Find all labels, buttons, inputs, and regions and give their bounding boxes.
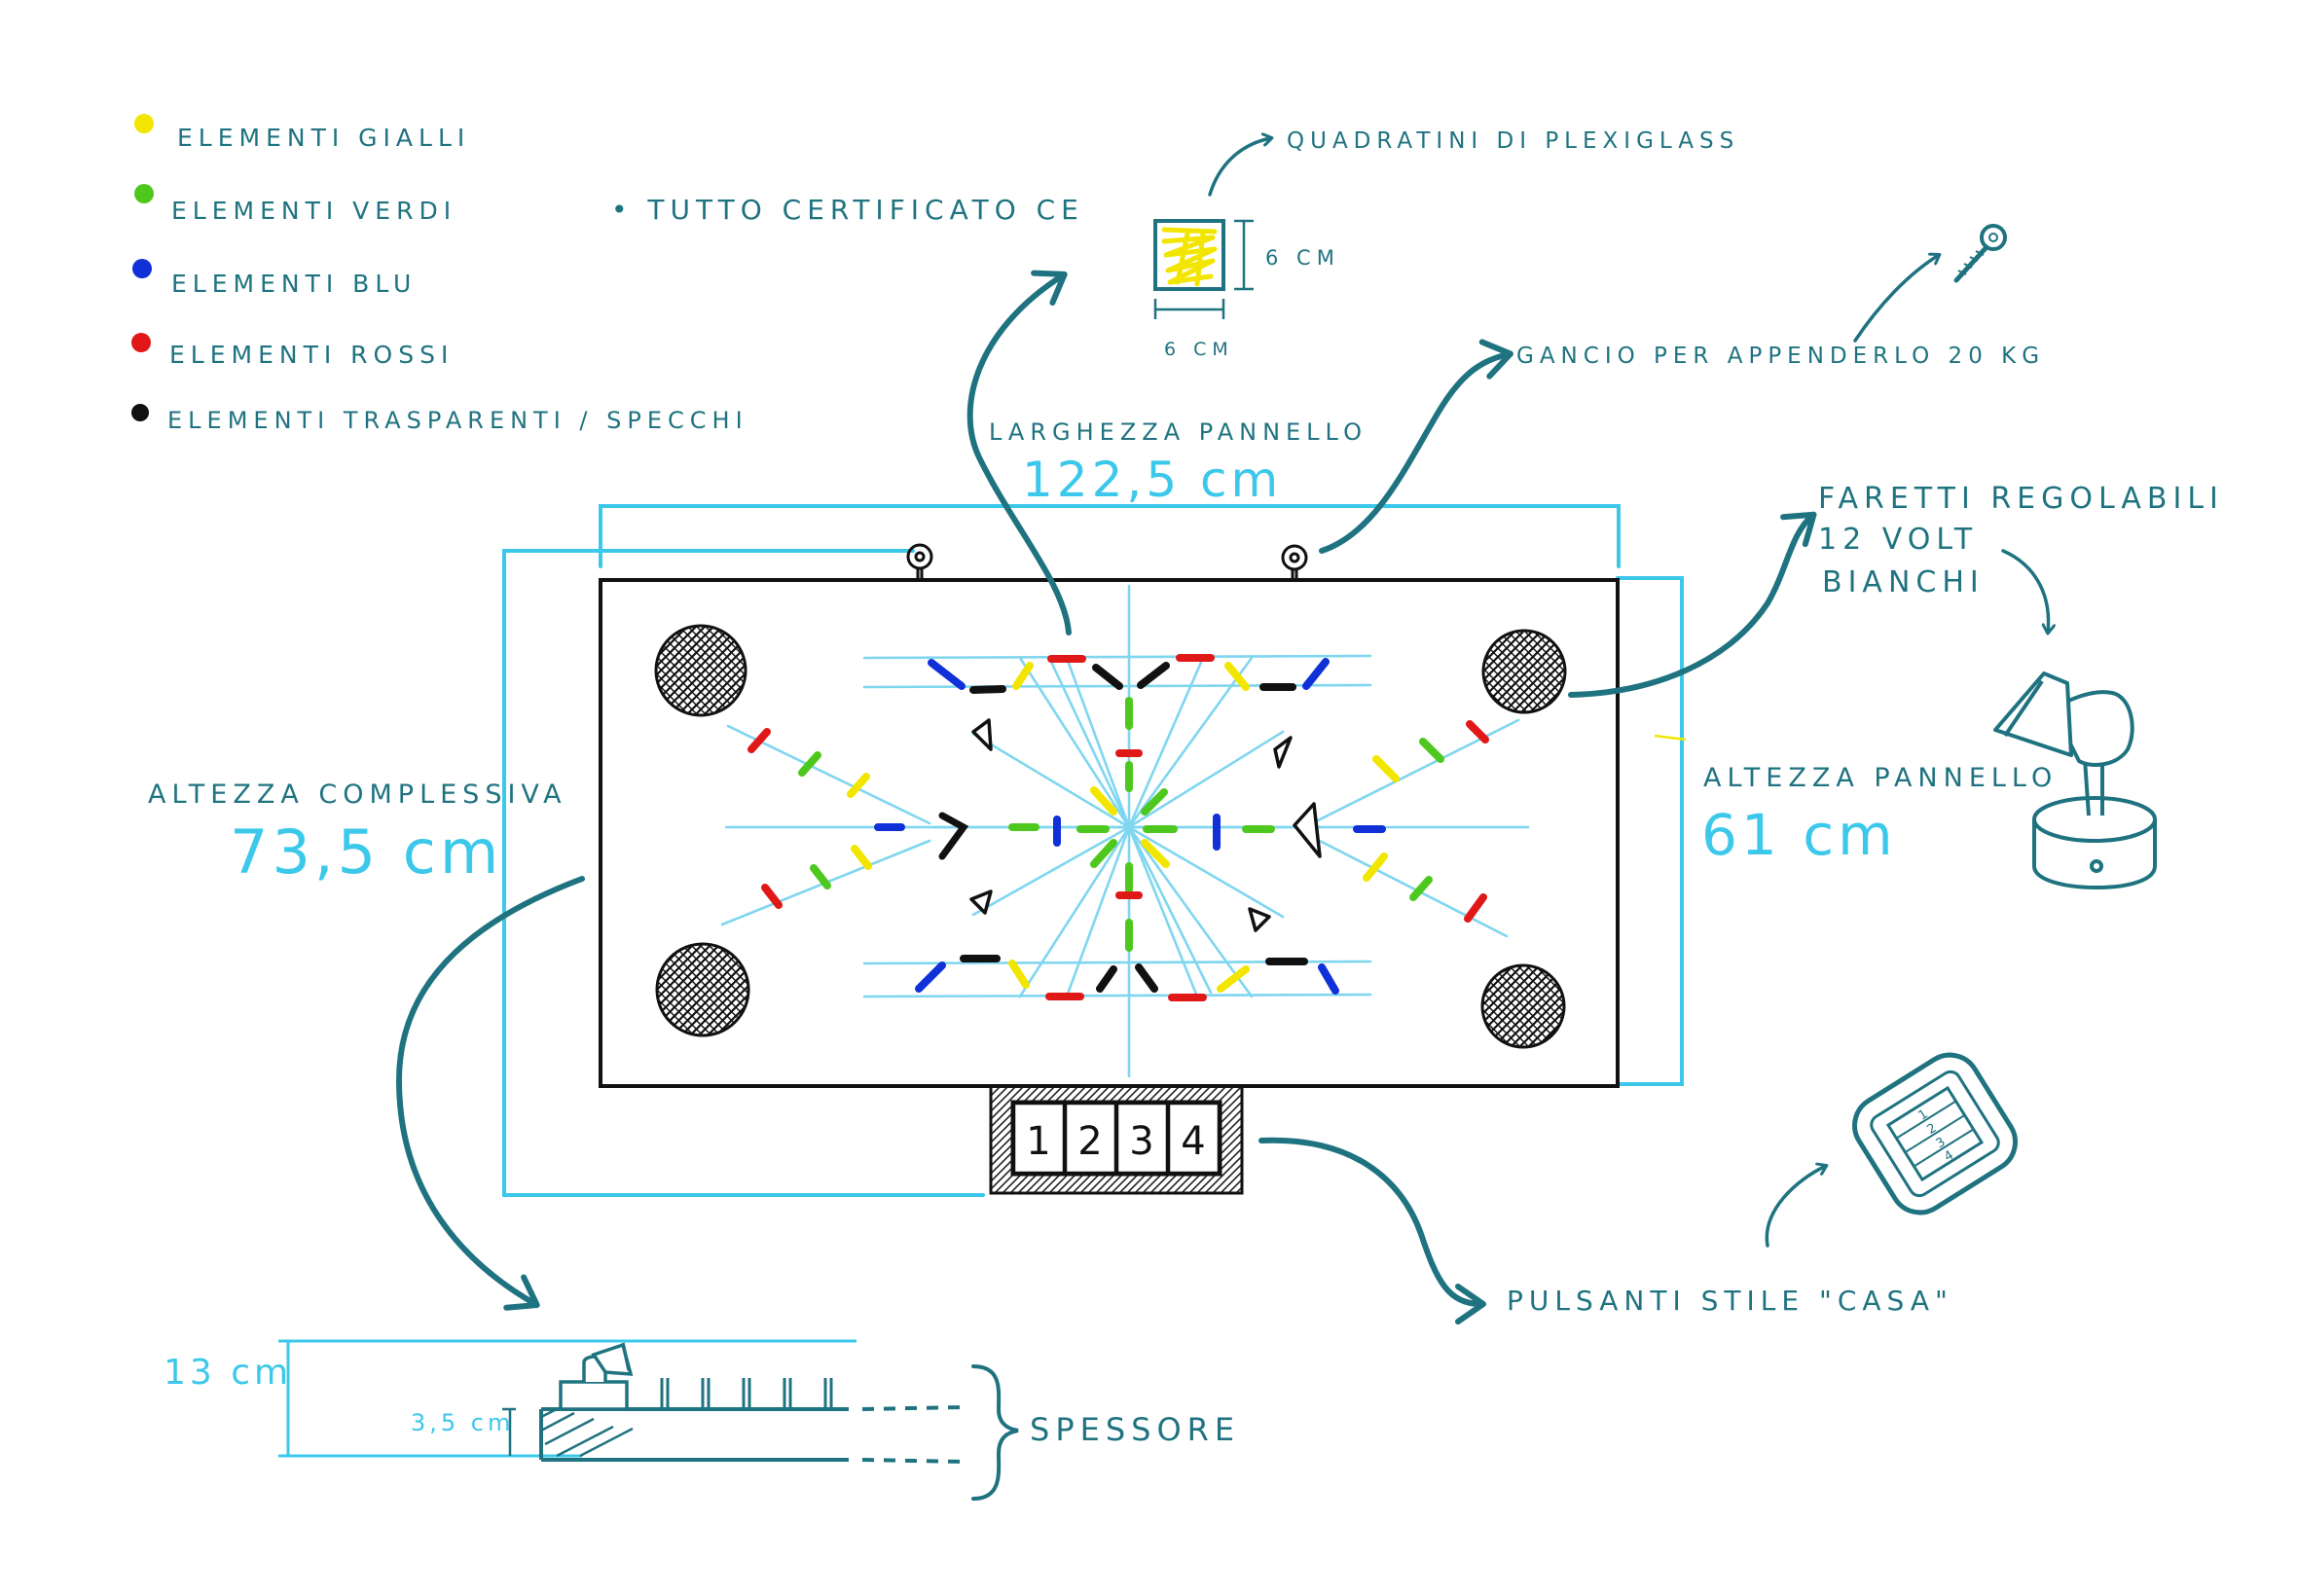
arrow-icon xyxy=(1258,1137,1486,1324)
button-label: 3 xyxy=(1129,1119,1153,1164)
plexiglass-label: Quadratini di plexiglass xyxy=(1287,128,1739,154)
button-label: 1 xyxy=(1026,1119,1050,1164)
panel-width-value: 122,5 cm xyxy=(1022,452,1282,508)
dimension-line xyxy=(1234,219,1254,291)
profile-spotlight-icon xyxy=(559,1342,634,1411)
legend-label: Elementi trasparenti / specchi xyxy=(167,407,748,434)
plexiglass-scribble xyxy=(1161,227,1218,287)
green-dot-icon xyxy=(134,184,154,203)
black-dot-icon xyxy=(131,404,149,421)
plexiglass-height: 6 cm xyxy=(1265,246,1340,270)
spotlights-line-2: 12 volt xyxy=(1818,523,1978,557)
panel: 1 2 3 4 xyxy=(502,504,1684,1197)
legend-item-red: Elementi rossi xyxy=(131,333,454,369)
plexiglass-width: 6 cm xyxy=(1164,339,1234,360)
plexiglass-detail: Quadratini di plexiglass 6 cm 6 cm xyxy=(1153,128,1739,360)
arrow-icon xyxy=(1853,255,1939,343)
yellow-dot-icon xyxy=(134,114,154,133)
legend-item-blue: Elementi blu xyxy=(132,259,417,298)
hook-label: Gancio per appenderlo 20 kg xyxy=(1516,344,2045,369)
color-elements xyxy=(747,654,1489,1001)
spotlights-line-3: bianchi xyxy=(1822,565,1985,599)
arrow-icon xyxy=(1765,1166,1826,1248)
thickness-label: Spessore xyxy=(1030,1411,1240,1448)
accent-tick xyxy=(1654,734,1687,742)
panel-width-label: Larghezza pannello xyxy=(989,418,1367,446)
arrow-icon xyxy=(1568,511,1817,698)
button-label: 4 xyxy=(1181,1119,1205,1164)
spotlights-detail: Faretti regolabili 12 volt bianchi xyxy=(1818,482,2224,889)
dimension-line xyxy=(1153,299,1225,319)
red-dot-icon xyxy=(131,333,151,352)
legend-item-green: Elementi verdi xyxy=(134,184,456,225)
panel-height-value: 61 cm xyxy=(1701,802,1897,868)
continuation-dashes xyxy=(861,1405,965,1464)
arrow-icon xyxy=(395,876,585,1311)
dimension-line xyxy=(502,1407,516,1456)
button-label: 2 xyxy=(1077,1119,1102,1164)
arrow-icon xyxy=(2001,549,2049,633)
buttons-label: Pulsanti stile "casa" xyxy=(1507,1285,1953,1317)
legend-label: Elementi rossi xyxy=(169,341,454,369)
panel-board xyxy=(599,578,1620,1088)
legend-item-yellow: Elementi gialli xyxy=(134,114,470,152)
arrow-icon xyxy=(1208,138,1271,197)
legend-label: Elementi blu xyxy=(171,270,417,298)
thickness-base: 3,5 cm xyxy=(411,1409,514,1436)
screw-hook-icon xyxy=(1953,224,2007,283)
thickness-total: 13 cm xyxy=(164,1353,292,1393)
legend-item-black: Elementi trasparenti / specchi xyxy=(131,404,748,434)
button-2[interactable]: 2 xyxy=(1064,1102,1117,1175)
profile-elements xyxy=(660,1378,833,1409)
button-4[interactable]: 4 xyxy=(1167,1102,1221,1175)
arrow-icon xyxy=(966,270,1072,635)
panel-height-label: Altezza pannello xyxy=(1703,763,2058,793)
callout-arrows xyxy=(395,270,1817,1324)
hanging-loop-icon xyxy=(906,543,1308,580)
dimension-line xyxy=(278,1339,857,1458)
arrow-icon xyxy=(1319,339,1513,554)
brace-icon xyxy=(971,1364,1019,1501)
blue-dot-icon xyxy=(132,259,152,278)
thickness-profile: 13 cm 3,5 cm Spessore xyxy=(164,1339,1240,1501)
legend-label: Elementi gialli xyxy=(177,124,470,152)
spotlight-icon xyxy=(1993,671,2157,889)
button-3[interactable]: 3 xyxy=(1115,1102,1169,1175)
legend: Elementi gialli Elementi verdi Elementi … xyxy=(131,114,748,434)
total-height-value: 73,5 cm xyxy=(230,816,502,888)
spotlights-line-1: Faretti regolabili xyxy=(1818,482,2224,516)
button-1[interactable]: 1 xyxy=(1012,1102,1066,1175)
corner-spotlights xyxy=(654,624,1567,1049)
total-height-label: Altezza complessiva xyxy=(148,780,567,810)
dimension-lines xyxy=(502,504,1684,1197)
hook-detail: Gancio per appenderlo 20 kg xyxy=(1516,224,2045,369)
legend-label: Elementi verdi xyxy=(171,197,456,225)
mirror-triangles xyxy=(969,718,1322,932)
certification-note: • Tutto certificato CE xyxy=(611,194,1084,226)
remote-control-icon: 1 2 3 4 xyxy=(1852,1052,2018,1215)
button-panel: 1 2 3 4 xyxy=(989,1084,1244,1195)
